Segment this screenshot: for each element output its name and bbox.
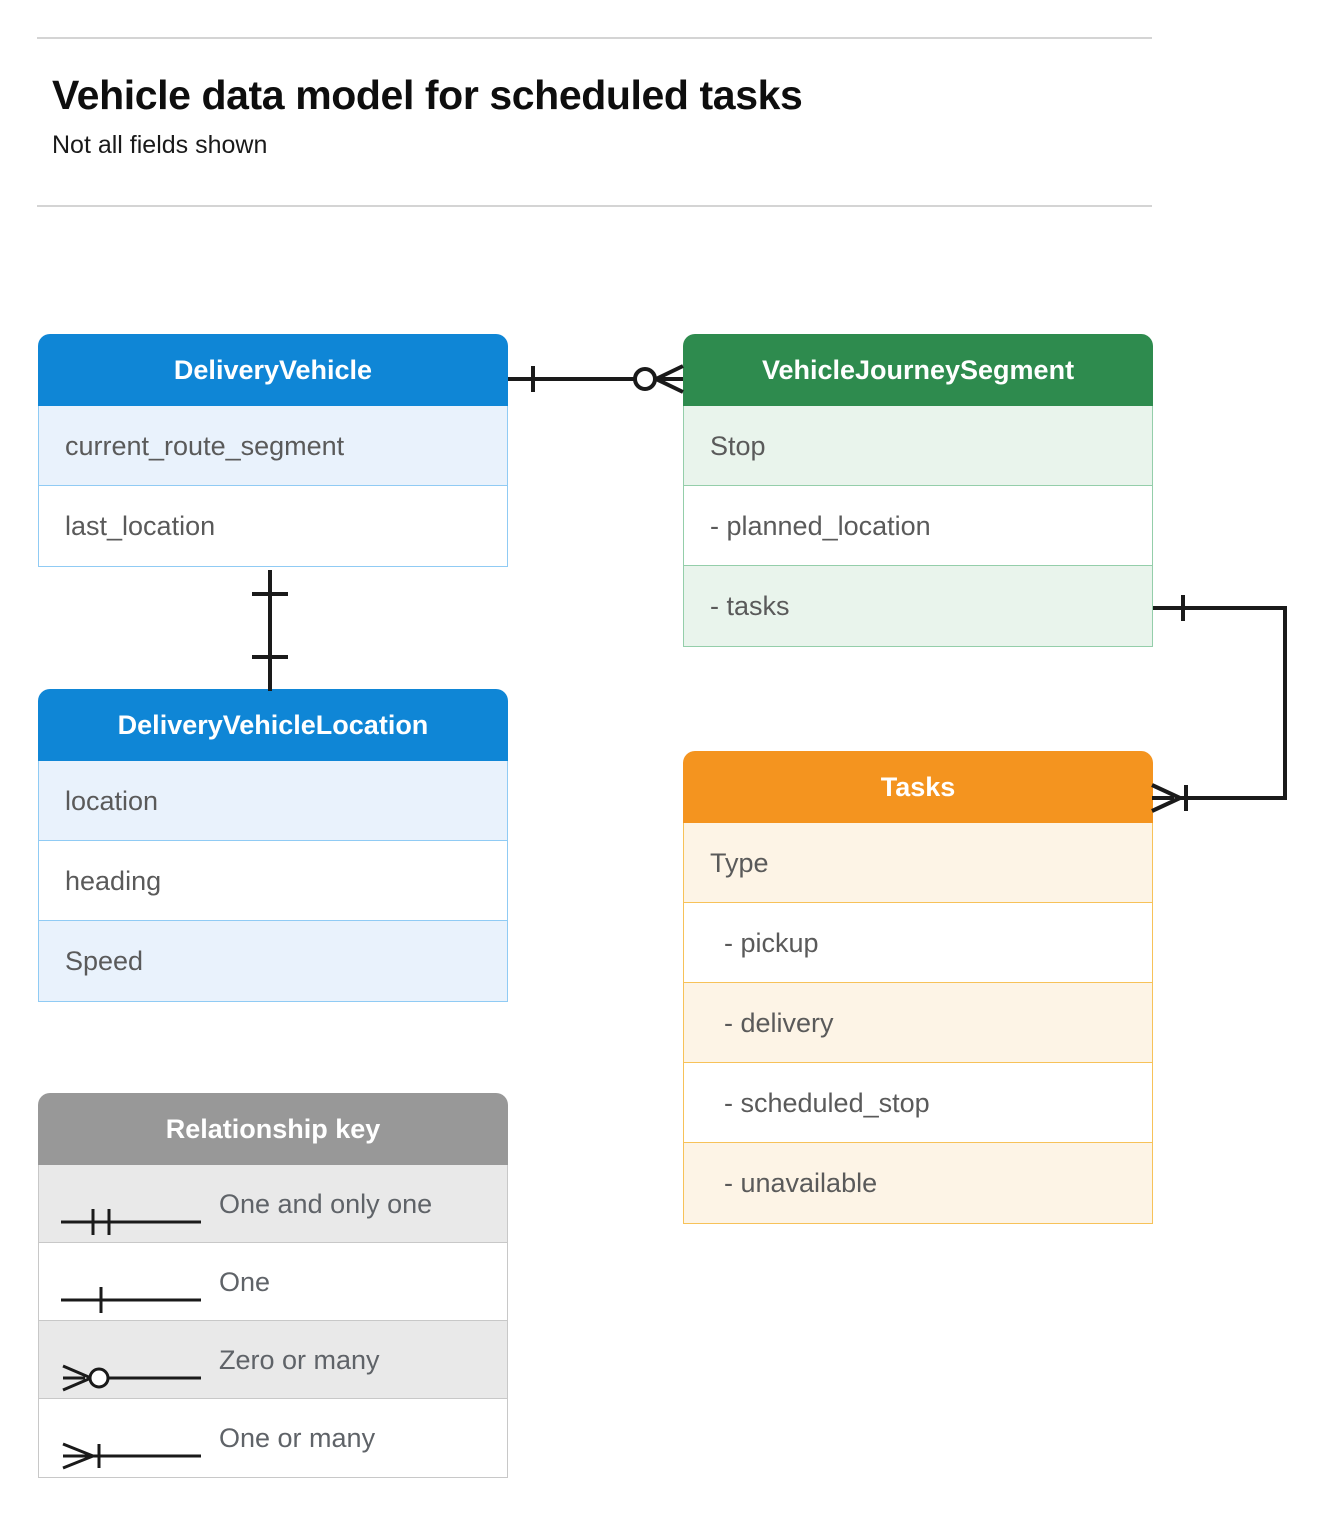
entity-title-delivery-vehicle-location: DeliveryVehicleLocation: [38, 689, 508, 761]
entity-field-list-delivery-vehicle: current_route_segment last_location: [38, 406, 508, 567]
entity-field-list-delivery-vehicle-location: location heading Speed: [38, 761, 508, 1002]
entity-field-row: heading: [39, 841, 507, 921]
header-rule-bottom: [37, 205, 1152, 207]
entity-field-row: last_location: [39, 486, 507, 566]
legend-row-list: One and only one One Zero: [38, 1165, 508, 1478]
entity-field-row: - delivery: [684, 983, 1152, 1063]
connector-vehicle-to-journey-segment: [508, 364, 684, 394]
entity-delivery-vehicle: DeliveryVehicle current_route_segment la…: [38, 334, 508, 567]
entity-field-list-tasks: Type - pickup - delivery - scheduled_sto…: [683, 823, 1153, 1224]
relationship-key-legend: Relationship key One and only one One: [38, 1093, 508, 1478]
entity-title-vehicle-journey-segment: VehicleJourneySegment: [683, 334, 1153, 406]
connector-vehicle-to-vehicle-location: [252, 570, 288, 691]
zero-or-many-icon: [61, 1345, 201, 1391]
entity-field-row: - scheduled_stop: [684, 1063, 1152, 1143]
entity-tasks: Tasks Type - pickup - delivery - schedul…: [683, 751, 1153, 1224]
entity-field-list-vehicle-journey-segment: Stop - planned_location - tasks: [683, 406, 1153, 647]
entity-field-row: Stop: [684, 406, 1152, 486]
entity-title-tasks: Tasks: [683, 751, 1153, 823]
one-and-only-one-icon: [61, 1189, 201, 1235]
entity-vehicle-journey-segment: VehicleJourneySegment Stop - planned_loc…: [683, 334, 1153, 647]
one-icon: [61, 1267, 201, 1313]
entity-field-row: - tasks: [684, 566, 1152, 646]
legend-title: Relationship key: [38, 1093, 508, 1165]
legend-row-zero-or-many: Zero or many: [39, 1321, 507, 1399]
legend-label: Zero or many: [219, 1345, 380, 1375]
entity-field-row: location: [39, 761, 507, 841]
header-rule-top: [37, 37, 1152, 39]
legend-label: One or many: [219, 1423, 376, 1453]
legend-row-one-or-many: One or many: [39, 1399, 507, 1477]
entity-field-row: Speed: [39, 921, 507, 1001]
legend-row-one: One: [39, 1243, 507, 1321]
legend-label: One and only one: [219, 1189, 433, 1219]
entity-field-row: - pickup: [684, 903, 1152, 983]
page-subtitle: Not all fields shown: [52, 131, 268, 159]
entity-title-delivery-vehicle: DeliveryVehicle: [38, 334, 508, 406]
entity-field-row: Type: [684, 823, 1152, 903]
entity-field-row: - planned_location: [684, 486, 1152, 566]
page-title: Vehicle data model for scheduled tasks: [52, 72, 803, 118]
legend-row-one-and-only-one: One and only one: [39, 1165, 507, 1243]
entity-field-row: - unavailable: [684, 1143, 1152, 1223]
legend-label: One: [219, 1267, 271, 1297]
entity-delivery-vehicle-location: DeliveryVehicleLocation location heading…: [38, 689, 508, 1002]
entity-field-row: current_route_segment: [39, 406, 507, 486]
connector-journey-segment-tasks-to-tasks: [1151, 595, 1287, 813]
one-or-many-icon: [61, 1423, 201, 1470]
